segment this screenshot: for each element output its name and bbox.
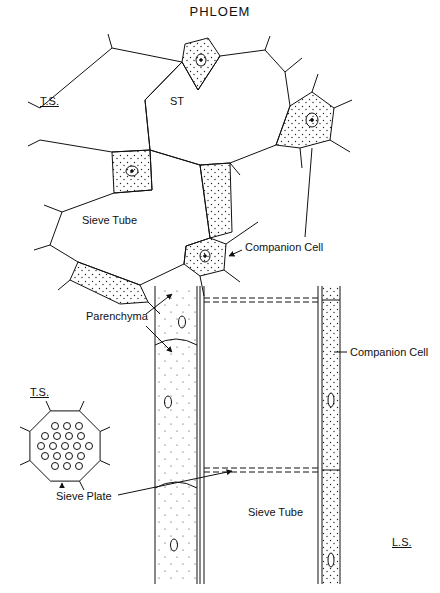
part-label: Parenchyma: [86, 310, 148, 323]
part-label: T.S.: [40, 95, 59, 108]
transverse-section: [28, 34, 352, 314]
part-label: ST: [170, 95, 184, 108]
diagram-title: PHLOEM: [0, 4, 440, 19]
part-label: Companion Cell: [245, 241, 323, 254]
part-label: T.S.: [30, 386, 49, 399]
part-label: Sieve Tube: [248, 506, 303, 519]
longitudinal-section: [146, 286, 347, 584]
part-label: Sieve Tube: [82, 214, 137, 227]
part-label: L.S.: [392, 536, 412, 549]
part-label: Sieve Plate: [56, 490, 112, 503]
part-label: Companion Cell: [350, 346, 428, 359]
